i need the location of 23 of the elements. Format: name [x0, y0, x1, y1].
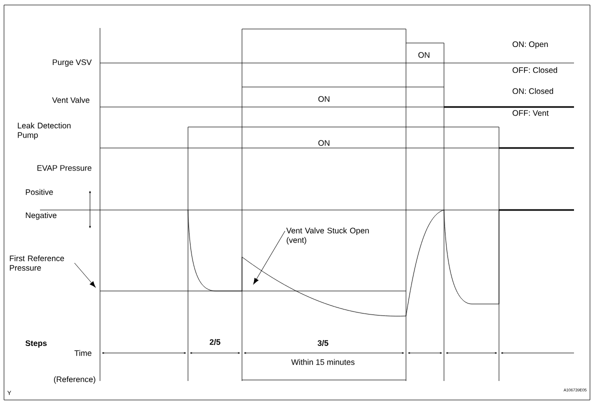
chart-label: Within 15 minutes [291, 359, 354, 365]
chart-label: Purge VSV [52, 59, 92, 67]
chart-label: OFF: Vent [512, 110, 549, 116]
leader-line [253, 230, 286, 284]
chart-label: Positive [26, 189, 53, 195]
chart-label: ON: Open [512, 41, 548, 49]
callout-text: First Reference Pressure [10, 255, 64, 271]
chart-label: (Reference) [54, 376, 96, 384]
chart-label: 2/5 [210, 339, 220, 345]
chart-label: ON: Closed [512, 88, 554, 94]
chart-label: Vent Valve [52, 97, 90, 103]
chart-label: Leak Detection Pump [18, 122, 71, 140]
callout-text: Vent Valve Stuck Open (vent) [286, 228, 369, 244]
chart-label: ON [318, 96, 330, 102]
chart-label: Time [74, 350, 92, 356]
chart-label: 3/5 [318, 340, 328, 346]
leader-line [74, 262, 96, 288]
chart-label: ON [418, 52, 430, 58]
chart-label: OFF: Closed [512, 67, 558, 73]
chart-label: Negative [26, 212, 56, 220]
chart-label: Steps [26, 340, 47, 348]
chart-label: ON [318, 140, 330, 146]
chart-label: EVAP Pressure [37, 165, 92, 171]
